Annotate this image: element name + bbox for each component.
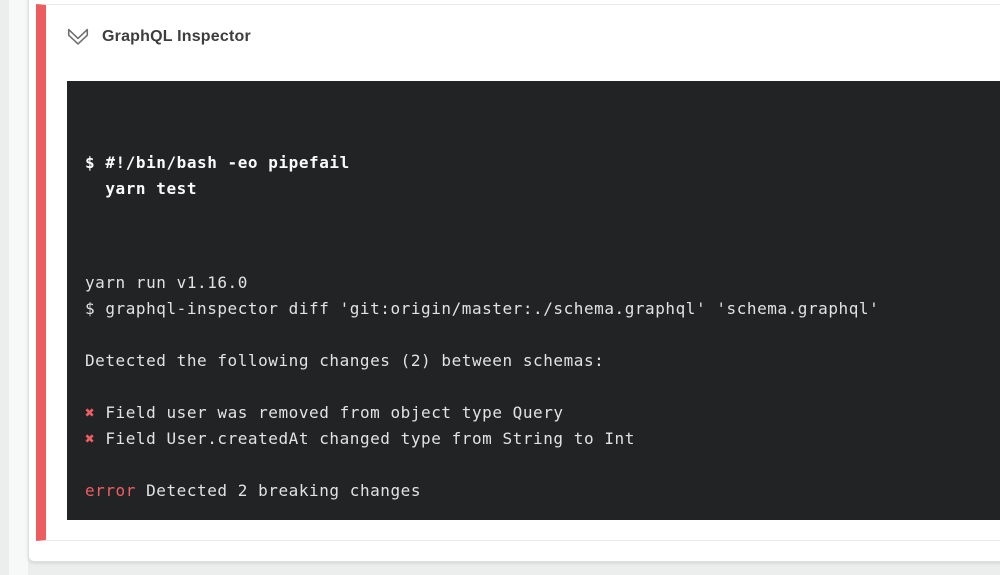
terminal-line: ✖ Field User.createdAt changed type from… — [85, 426, 1000, 452]
output-text: Field user was removed from object type … — [95, 403, 564, 422]
terminal-line — [85, 322, 1000, 348]
error-text: ✖ — [85, 403, 96, 422]
output-text: $ graphql-inspector diff 'git:origin/mas… — [85, 299, 880, 318]
output-text: Field User.createdAt changed type from S… — [95, 429, 635, 448]
terminal-line — [85, 452, 1000, 478]
error-text: ✖ — [85, 429, 96, 448]
terminal-line: $ graphql-inspector diff 'git:origin/mas… — [85, 296, 1000, 322]
terminal-line: $ #!/bin/bash -eo pipefail — [85, 153, 350, 172]
output-text: Detected 2 breaking changes — [135, 481, 422, 500]
terminal-line: yarn test — [85, 179, 198, 198]
build-output-panel: GraphQL Inspector $ #!/bin/bash -eo pipe… — [28, 0, 1000, 562]
terminal-line: Detected the following changes (2) betwe… — [85, 348, 1000, 374]
terminal-line: yarn run v1.16.0 — [85, 270, 1000, 296]
output-text: yarn run v1.16.0 — [85, 273, 248, 292]
chevron-double-down-icon[interactable] — [63, 24, 93, 50]
terminal-line: ✖ Field user was removed from object typ… — [85, 400, 1000, 426]
step-header[interactable]: GraphQL Inspector — [63, 24, 323, 50]
step-title: GraphQL Inspector — [102, 28, 251, 45]
page-gutter — [9, 0, 28, 575]
output-text: Detected the following changes (2) betwe… — [85, 351, 605, 370]
error-text: error — [85, 481, 136, 500]
command-block: $ #!/bin/bash -eo pipefail yarn test — [85, 150, 1000, 202]
terminal-output: $ #!/bin/bash -eo pipefail yarn test yar… — [67, 81, 1000, 520]
terminal-line — [85, 504, 1000, 520]
output-block: yarn run v1.16.0 $ graphql-inspector diff… — [85, 270, 1000, 520]
terminal-line — [85, 374, 1000, 400]
terminal-line: error Detected 2 breaking changes — [85, 478, 1000, 504]
step-graphql-inspector: GraphQL Inspector $ #!/bin/bash -eo pipe… — [36, 4, 1000, 541]
